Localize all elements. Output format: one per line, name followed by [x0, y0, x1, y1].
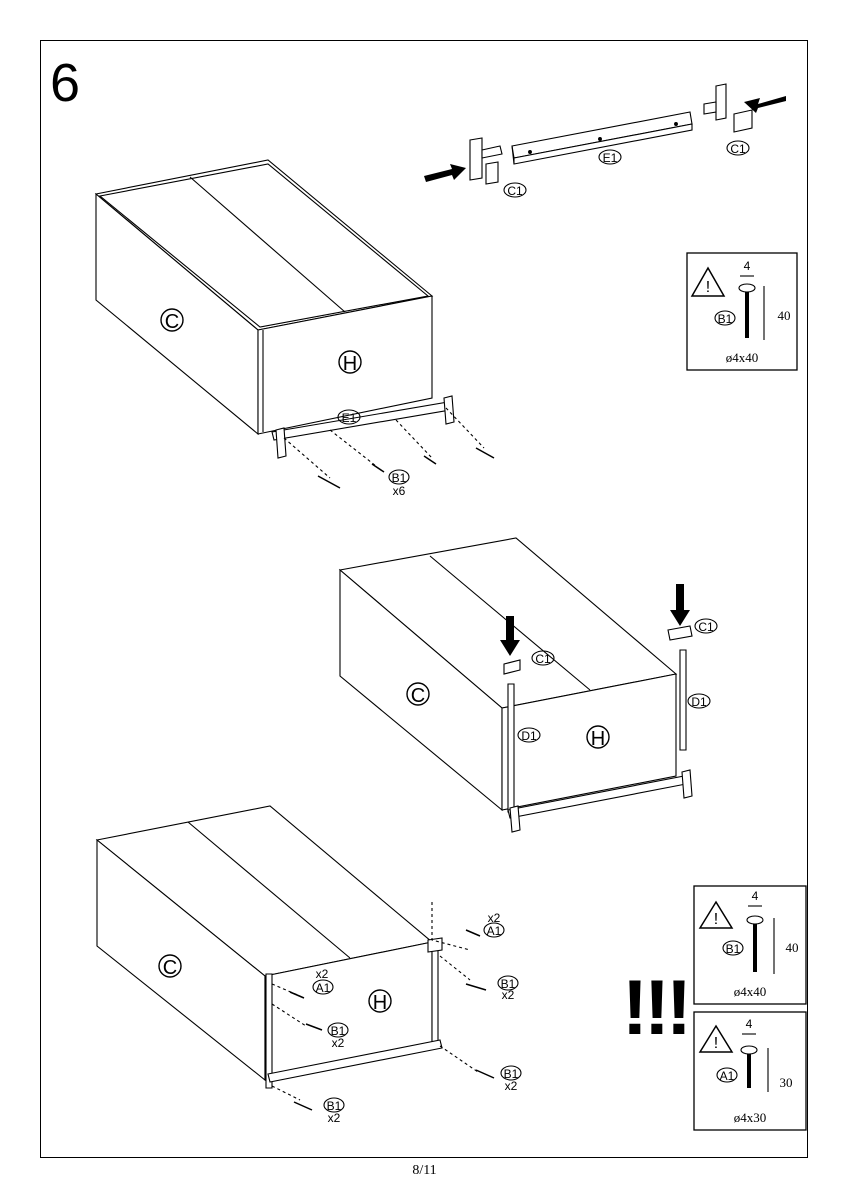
label-h-2: H — [591, 728, 605, 750]
qty-b1-right-bottom: x2 — [505, 1079, 518, 1093]
label-c1-left: C1 — [507, 184, 523, 198]
svg-text:!: ! — [706, 279, 710, 296]
spec-a1-length: 30 — [780, 1075, 793, 1090]
label-e1-top: E1 — [603, 151, 618, 165]
label-b1-left-bottom: B1 — [327, 1099, 342, 1113]
label-h-3: H — [373, 992, 387, 1014]
qty-b1-right-mid: x2 — [502, 988, 515, 1002]
warning-exclamation: !!! — [622, 963, 692, 1051]
qty-a1-top-right: x2 — [488, 911, 501, 925]
label-a1-top-right: A1 — [487, 924, 502, 938]
qty-a1-left: x2 — [316, 967, 329, 981]
spec-b1-bottom-part: B1 — [726, 942, 741, 956]
label-c-3: C — [163, 957, 177, 979]
step-number: 6 — [50, 53, 81, 113]
spec-box-b1-bottom: ! 4 40 B1 ø4x40 — [693, 885, 807, 1005]
qty-b1-left-mid: x2 — [332, 1036, 345, 1050]
label-a1-left: A1 — [316, 981, 331, 995]
spec-a1-size: ø4x30 — [734, 1110, 767, 1125]
label-b1-left-mid: B1 — [331, 1024, 346, 1038]
spec-b1-bottom-length: 40 — [786, 940, 799, 955]
svg-text:!: ! — [714, 1035, 718, 1052]
spec-box-a1: ! 4 30 A1 ø4x30 — [693, 1011, 807, 1131]
label-b1-cabinet-1: B1 — [392, 471, 407, 485]
label-d1-left: D1 — [521, 729, 537, 743]
label-c-1: C — [165, 311, 179, 333]
label-c1-mid-left: C1 — [535, 652, 551, 666]
label-h-1: H — [343, 353, 357, 375]
label-d1-right: D1 — [691, 695, 707, 709]
qty-b1-left-bottom: x2 — [328, 1111, 341, 1125]
page-number: 8/11 — [412, 1163, 437, 1178]
cabinet-1: C H E1 B1 x6 — [94, 159, 495, 498]
svg-text:!: ! — [714, 911, 718, 928]
label-b1-right-bottom: B1 — [504, 1067, 519, 1081]
page-frame — [40, 40, 808, 1158]
spec-b1-top-length: 40 — [778, 308, 791, 323]
label-b1-right-mid: B1 — [501, 977, 516, 991]
spec-b1-top-part: B1 — [718, 312, 733, 326]
cabinet-2: C H C1 C1 D1 D1 — [338, 537, 718, 833]
label-c-2: C — [411, 685, 425, 707]
spec-a1-part: A1 — [720, 1069, 735, 1083]
spec-b1-bottom-diameter: 4 — [752, 889, 759, 903]
qty-b1-x6: x6 — [393, 484, 406, 498]
base-frame-exploded: C1 E1 C1 — [424, 83, 786, 198]
spec-b1-top-diameter: 4 — [744, 259, 751, 273]
label-c1-mid-right: C1 — [698, 620, 714, 634]
spec-a1-diameter: 4 — [746, 1017, 753, 1031]
label-e1-cabinet: E1 — [342, 411, 357, 425]
cabinet-3: C H x2 A1 B1 x2 B1 x2 x2 — [95, 805, 522, 1125]
spec-box-b1-top: ! 4 40 B1 ø4x40 — [686, 252, 798, 371]
spec-b1-bottom-size: ø4x40 — [734, 984, 767, 999]
spec-b1-top-size: ø4x40 — [726, 350, 759, 365]
label-c1-right: C1 — [730, 142, 746, 156]
